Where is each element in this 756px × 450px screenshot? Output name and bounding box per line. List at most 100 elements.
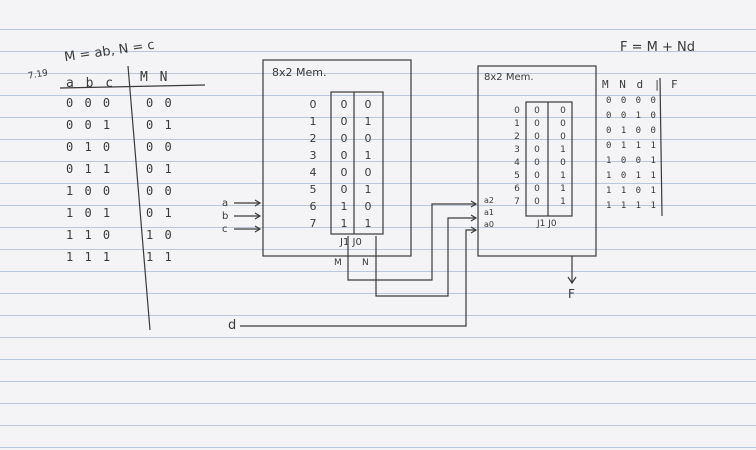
mem1-out-m: M	[334, 258, 342, 268]
table-column-divider	[127, 65, 151, 331]
table-row: 0 1 1	[66, 162, 113, 176]
mem1-cell: 1	[340, 217, 348, 230]
mem1-cell: 0	[340, 98, 348, 111]
mem2-d0-column: 0 0 0 1 0 1 1 1	[556, 105, 570, 209]
mem1-cell: 0	[364, 166, 372, 179]
mem2-cell: 1	[560, 145, 566, 155]
mem2-cell: 1	[560, 184, 566, 194]
table-row: 1 1 1 1	[606, 201, 658, 211]
table-row: 0 1	[146, 206, 174, 220]
mem1-cell: 0	[340, 183, 348, 196]
mem2-d1-column: 0 0 0 0 0 0 0 0	[531, 105, 543, 209]
mem2-cell: 0	[534, 145, 540, 155]
mem2-address: 0	[514, 106, 520, 116]
mem2-address: 5	[514, 171, 520, 181]
mem1-address: 2	[309, 132, 317, 145]
table-row: 0 1	[146, 118, 174, 132]
right-table-body: 0 0 0 0 0 0 1 0 0 1 0 0 0 1 1 1 1 0 0 1 …	[606, 94, 658, 214]
table-output-column: 0 0 0 1 0 0 0 1 0 0 0 1 1 0 1 1	[146, 92, 174, 268]
right-table-divider	[659, 77, 663, 217]
mem2-cell: 0	[534, 119, 540, 129]
mem2-cell: 0	[534, 158, 540, 168]
mem2-cell: 0	[534, 106, 540, 116]
table-output-header: M N	[140, 70, 170, 85]
input-label-b: b	[222, 211, 229, 222]
wire-d	[240, 229, 476, 327]
mem2-addr-a1: a1	[484, 208, 494, 217]
mem2-cell: 0	[560, 119, 566, 129]
mem2-address: 3	[514, 145, 520, 155]
mem1-data-box	[330, 91, 384, 235]
mem1-box	[262, 59, 412, 257]
mem1-out-n: N	[362, 258, 369, 268]
mem2-address: 2	[514, 132, 520, 142]
mem2-data-labels: J1 J0	[537, 219, 557, 229]
mem2-data-box	[525, 101, 573, 217]
wire-n	[375, 217, 476, 297]
mem2-cell: 1	[560, 171, 566, 181]
table-row: 1 1	[146, 250, 174, 264]
table-row: 0 1 0 0	[606, 126, 658, 136]
mem1-address-column: 0 1 2 3 4 5 6 7	[306, 96, 320, 232]
mem1-address: 0	[309, 98, 317, 111]
mem2-cell: 1	[560, 197, 566, 207]
mem2-cell: 0	[560, 132, 566, 142]
table-row: 1 0 1	[66, 206, 113, 220]
table-row: 1 1 0 1	[606, 186, 658, 196]
mem1-cell: 0	[340, 166, 348, 179]
mem2-cell: 0	[560, 106, 566, 116]
table-row: 0 0	[146, 184, 174, 198]
mem2-title: 8x2 Mem.	[484, 72, 534, 83]
table-row: 0 0 1 0	[606, 111, 658, 121]
mem2-address: 4	[514, 158, 520, 168]
mem2-cell: 0	[534, 197, 540, 207]
mem2-cell: 0	[534, 184, 540, 194]
mem1-address: 4	[309, 166, 317, 179]
table-row: 1 1 1	[66, 250, 113, 264]
table-row: 1 0 0	[66, 184, 113, 198]
mem2-address: 6	[514, 184, 520, 194]
table-row: 0 1 1 1	[606, 141, 658, 151]
table-row: 0 0 1	[66, 118, 113, 132]
mem1-address: 7	[309, 217, 317, 230]
input-label-c: c	[222, 224, 228, 235]
mem1-cell: 0	[340, 132, 348, 145]
table-row: 1 1 0	[66, 228, 113, 242]
mem1-d1-column: 0 0 0 0 0 0 1 1	[336, 96, 352, 232]
mem2-box	[477, 65, 597, 257]
table-row: 0 0 0	[66, 96, 113, 110]
mem1-d0-column: 0 1 0 1 0 1 0 1	[358, 96, 378, 232]
mem1-address: 5	[309, 183, 317, 196]
mem1-cell: 1	[364, 149, 372, 162]
mem2-address: 7	[514, 197, 520, 207]
wire-m	[347, 203, 476, 281]
table-row: 0 0	[146, 140, 174, 154]
mem2-address: 1	[514, 119, 520, 129]
mem1-cell: 0	[340, 149, 348, 162]
mem1-cell: 0	[364, 132, 372, 145]
function-text: F = M + Nd	[620, 40, 695, 55]
mem1-cell: 1	[364, 217, 372, 230]
mem1-cell: 1	[364, 183, 372, 196]
mem2-cell: 0	[534, 132, 540, 142]
mem2-addr-a0: a0	[484, 220, 494, 229]
mem1-address: 6	[309, 200, 317, 213]
mem1-cell: 1	[340, 200, 348, 213]
mem1-address: 3	[309, 149, 317, 162]
mem1-cell: 0	[364, 98, 372, 111]
table-row: 1 0 0 1	[606, 156, 658, 166]
mem2-addr-a2: a2	[484, 196, 494, 205]
mem1-cell: 0	[340, 115, 348, 128]
mem1-title: 8x2 Mem.	[272, 66, 327, 79]
table-row: 0 1	[146, 162, 174, 176]
mem1-data-labels: J1 J0	[340, 237, 362, 248]
table-input-column: 0 0 0 0 0 1 0 1 0 0 1 1 1 0 0 1 0 1 1 1 …	[66, 92, 112, 268]
table-row: 1 0	[146, 228, 174, 242]
table-header-underline	[59, 84, 206, 89]
table-row: 1 0 1 1	[606, 171, 658, 181]
right-table-header: M N d | F	[602, 78, 680, 91]
mem2-address-column: 0 1 2 3 4 5 6 7	[510, 105, 524, 209]
mem1-address: 1	[309, 115, 317, 128]
